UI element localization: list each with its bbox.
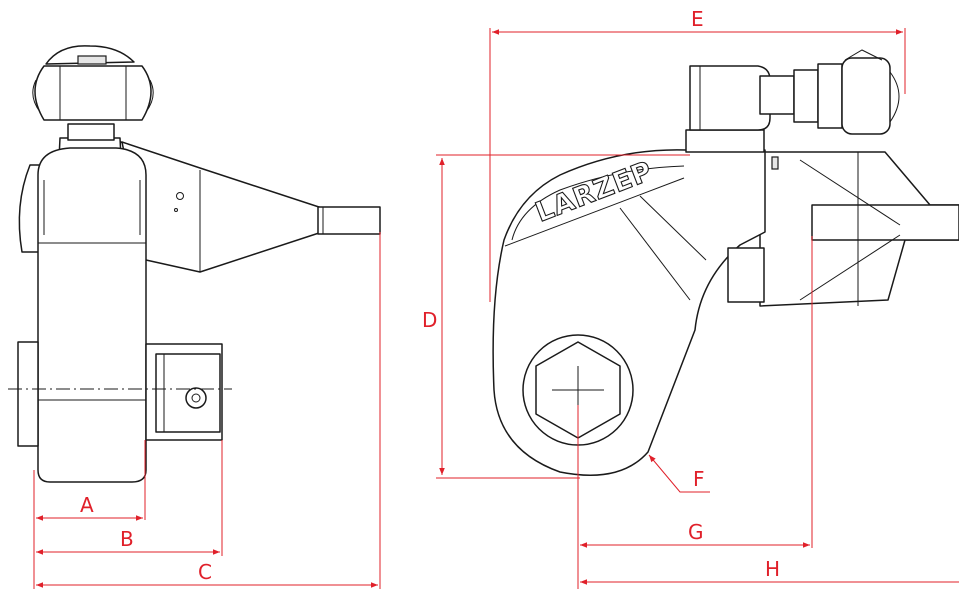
dimension-labels: A B C D E F G H: [80, 7, 780, 584]
dim-label-g: G: [688, 520, 704, 544]
dim-label-h: H: [765, 557, 780, 581]
dim-label-b: B: [120, 527, 134, 551]
dim-leader-f: [648, 454, 710, 493]
dim-label-e: E: [691, 7, 704, 31]
dim-label-a: A: [80, 493, 94, 517]
dim-label-c: C: [198, 560, 212, 584]
dim-label-d: D: [422, 308, 437, 332]
dimension-lines: [33, 28, 959, 589]
top-view: [492, 49, 959, 476]
dim-label-f: F: [693, 467, 705, 491]
side-view: [8, 45, 381, 483]
